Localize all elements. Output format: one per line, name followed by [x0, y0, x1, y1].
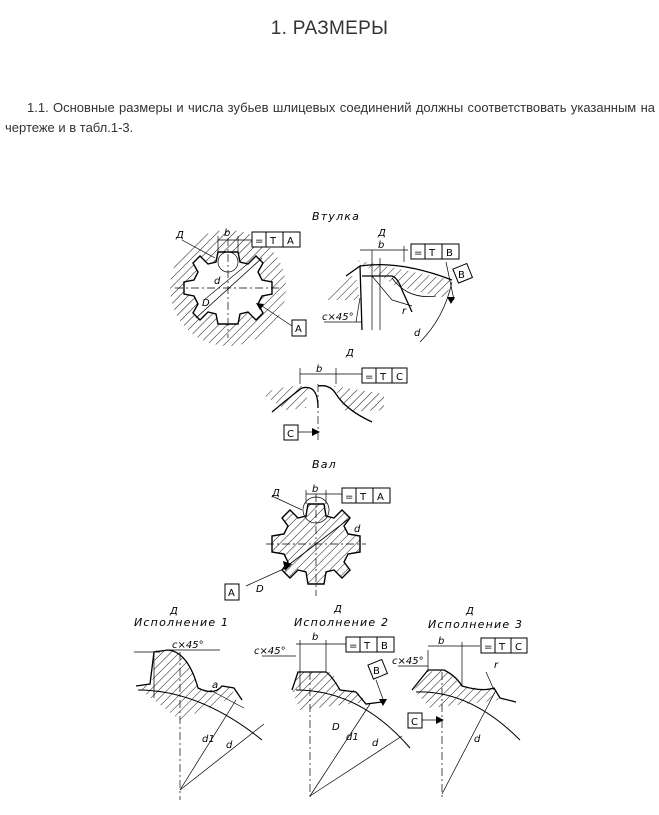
label-d-hub: d [214, 276, 221, 287]
label-d1-v1: d1 [202, 734, 215, 745]
label-d-v3: d [474, 734, 481, 745]
tol-hub-B-T: T [428, 248, 436, 259]
label-b-v3: b [438, 636, 444, 647]
tolerance-frame-hub-B: = T B [410, 243, 460, 260]
datum-box-C-hub: C [283, 424, 299, 441]
datum-box-A-shaft: A [224, 583, 240, 601]
tol-v3-C-ref: C [515, 642, 522, 653]
version3-profile [398, 642, 521, 800]
hub-space-detail [262, 368, 384, 442]
datum-box-A-hub: A [291, 319, 307, 337]
tol-shaft-A-T: T [359, 492, 367, 503]
tol-hub-C-T: T [379, 372, 387, 383]
label-D-v1: Д [169, 606, 178, 617]
version2-profile [262, 640, 411, 800]
label-d-v2: d [372, 738, 379, 749]
caption-version2: Исполнение 2 [294, 616, 389, 629]
datum-B-hub-text: B [458, 270, 465, 281]
section-paragraph: 1.1. Основные размеры и числа зубьев шли… [5, 100, 655, 135]
label-chamfer-v2: c×45° [254, 646, 286, 657]
tol-hub-C-sym: = [365, 372, 373, 383]
caption-hub: Втулка [312, 210, 360, 223]
shaft-section [245, 490, 366, 596]
label-b-hubprofile: b [378, 240, 384, 251]
tol-hub-A-sym: = [255, 236, 263, 247]
label-d-shaft: d [354, 524, 361, 535]
tol-hub-B-ref: B [446, 248, 453, 259]
caption-version1: Исполнение 1 [134, 616, 229, 629]
label-D-inner-hub: D [202, 298, 210, 309]
label-b-v2: b [312, 632, 318, 643]
datum-box-B-v2: B [367, 658, 389, 680]
datum-A-hub-text: A [295, 324, 302, 335]
tol-hub-B-sym: = [414, 248, 422, 259]
label-D-inner-shaft: D [256, 584, 264, 595]
label-D-hub: Д [175, 230, 184, 241]
version1-profile [134, 649, 265, 800]
tolerance-frame-v2-B: = T B [345, 636, 395, 653]
tol-hub-A-T: T [269, 236, 277, 247]
tolerance-frame-hub-C: = T C [361, 367, 408, 384]
tol-shaft-A-sym: = [345, 492, 353, 503]
datum-box-C-v3: C [407, 712, 423, 729]
tolerance-frame-shaft-A: = T A [341, 487, 391, 504]
datum-B-v2-text: B [373, 666, 380, 677]
tol-hub-A-ref: A [287, 236, 294, 247]
hub-profile-detail [322, 246, 455, 343]
tol-v2-B-sym: = [349, 641, 357, 652]
tol-shaft-A-ref: A [377, 492, 384, 503]
tolerance-frame-hub-A: = T A [251, 231, 301, 248]
label-r-v3: r [494, 660, 499, 671]
label-d-hubprofile: d [414, 328, 421, 339]
page-title: 1. РАЗМЕРЫ [270, 18, 389, 39]
label-D-shaft: Д [271, 488, 280, 499]
tol-v3-C-sym: = [484, 642, 492, 653]
label-b-space: b [316, 364, 322, 375]
tolerance-frame-v3-C: = T C [480, 637, 528, 654]
label-D-v2: Д [333, 604, 342, 615]
caption-version3: Исполнение 3 [428, 618, 523, 631]
label-d1-v2: d1 [346, 732, 359, 743]
label-chamfer-v1: c×45° [172, 640, 204, 651]
tol-v2-B-T: T [363, 641, 371, 652]
label-d-v1: d [226, 740, 233, 751]
label-b-shaft: b [312, 484, 318, 495]
label-b-hub: b [224, 228, 230, 239]
label-D-space: Д [345, 348, 354, 359]
label-D-inner-v2: D [332, 722, 340, 733]
label-chamfer-v3: c×45° [392, 656, 424, 667]
label-D-v3: Д [465, 606, 474, 617]
label-r-hubprofile: r [402, 306, 407, 317]
label-chamfer-hub: c×45° [322, 312, 354, 323]
label-a-v1: a [212, 680, 218, 691]
tol-v2-B-ref: B [381, 641, 388, 652]
datum-A-shaft-text: A [228, 588, 235, 599]
tol-v3-C-T: T [498, 642, 506, 653]
tol-hub-C-ref: C [396, 372, 403, 383]
caption-shaft: Вал [312, 458, 337, 471]
datum-C-hub-text: C [287, 429, 294, 440]
label-D-hubprofile: Д [377, 228, 386, 239]
datum-C-v3-text: C [411, 717, 418, 728]
datum-box-B-hub: B [452, 262, 474, 284]
hub-section [170, 230, 293, 346]
